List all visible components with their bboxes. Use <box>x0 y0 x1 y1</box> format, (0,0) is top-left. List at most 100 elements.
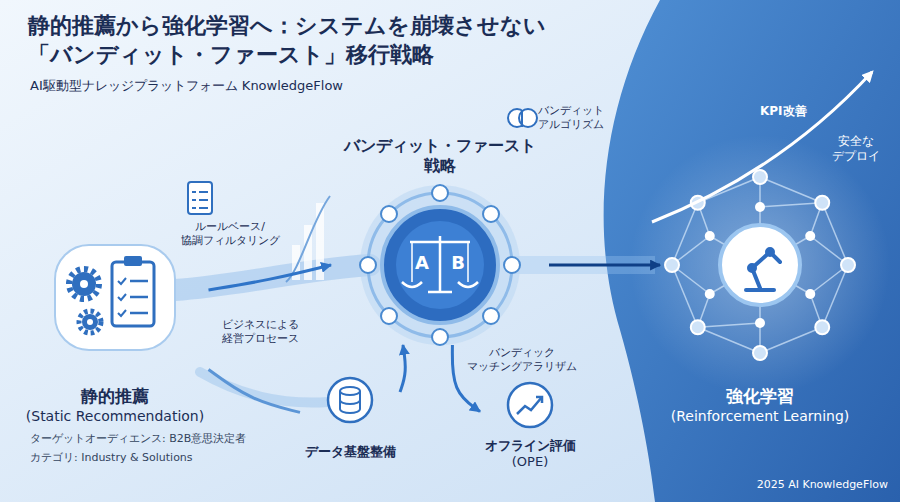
annotation-label: A <box>410 252 434 275</box>
brain-icon <box>508 109 537 127</box>
list-lines <box>130 281 148 313</box>
node-heading: データ基盤整備 <box>305 444 396 460</box>
gear-teeth <box>79 311 101 333</box>
ring-dot <box>432 185 448 201</box>
scale-pans <box>402 282 478 287</box>
network-link <box>760 177 822 203</box>
ring-dot <box>504 257 520 273</box>
data-circle <box>328 378 372 422</box>
arm-joint <box>749 265 755 271</box>
node-heading: バンディット・ファースト 戦略 <box>335 136 545 176</box>
db-body <box>340 391 360 413</box>
network-node <box>815 320 829 334</box>
network-node <box>705 231 715 241</box>
scale-icon <box>402 236 478 292</box>
network-node <box>753 170 767 184</box>
network-node <box>705 289 715 299</box>
network-node <box>815 196 829 210</box>
glow <box>630 135 890 395</box>
network-node <box>841 258 855 272</box>
connector <box>549 263 660 266</box>
gear-icon <box>69 269 101 333</box>
network-link <box>698 177 760 203</box>
diagram-node: オフライン評価(OPE) <box>480 380 580 470</box>
hub-inner <box>396 221 484 309</box>
annotation-label: バンディック マッチングアラリザム <box>462 346 582 374</box>
network-node <box>755 318 765 328</box>
gear-hole <box>87 319 93 325</box>
connector <box>452 345 480 412</box>
ring-dot <box>432 329 448 345</box>
connector <box>209 370 301 413</box>
network-node <box>805 289 815 299</box>
ope-circle <box>508 383 552 427</box>
annotation-label: 2025 AI KnowledgeFlow <box>757 478 888 492</box>
brain-lobe <box>519 109 537 127</box>
database-icon <box>340 387 360 413</box>
list-lines <box>192 192 208 208</box>
diagram-node: 強化学習(Reinforcement Learning) <box>660 165 860 425</box>
clipboard <box>112 262 154 326</box>
node-heading: 強化学習 <box>726 386 794 407</box>
gear-hole <box>80 280 88 288</box>
connector <box>400 345 405 392</box>
ring-dot <box>483 308 499 324</box>
flow-band <box>175 265 370 290</box>
check-marks <box>118 278 126 316</box>
connector <box>209 265 332 290</box>
dark-region <box>604 0 900 502</box>
network-link <box>698 327 760 353</box>
annotation-label: AI駆動型ナレッジプラットフォーム KnowledgeFlow <box>30 78 343 94</box>
gear-teeth <box>69 269 99 299</box>
network-node <box>805 231 815 241</box>
annotation-label: カテゴリ: Industry & Solutions <box>30 451 193 465</box>
chart-line <box>517 397 542 414</box>
title: 静的推薦から強化学習へ：システムを崩壊させない 「バンディット・ファースト」移行… <box>28 12 588 69</box>
diagram-node: データ基盤整備 <box>300 375 400 460</box>
annotation-label: 安全な デプロイ <box>826 134 886 164</box>
network-node <box>753 346 767 360</box>
network-node <box>755 202 765 212</box>
diagram-node: バンディット・ファースト 戦略 <box>331 136 549 345</box>
annotation-label: ルールベース/ 協調フィルタリング <box>175 220 285 248</box>
network-link <box>698 323 760 327</box>
robot-arm-icon <box>746 249 780 290</box>
network-link <box>760 203 822 207</box>
annotation-label: B <box>446 252 470 275</box>
network-node <box>665 258 679 272</box>
network <box>665 170 855 360</box>
brain-split <box>521 110 523 127</box>
hub-circle <box>382 207 498 323</box>
annotation-label: ビジネスによる 経営プロセース <box>215 318 305 346</box>
annotation-label: KPI改善 <box>760 104 807 119</box>
arm-joint <box>767 249 773 255</box>
static-icon-ground <box>55 245 175 350</box>
chart-arrow <box>536 397 542 403</box>
chart-icon <box>517 397 542 414</box>
rl-core <box>720 225 800 305</box>
db-top <box>340 387 360 395</box>
ring-dot <box>381 308 397 324</box>
clip <box>124 256 142 266</box>
ring-dot <box>381 206 397 222</box>
ring-dot <box>483 206 499 222</box>
annotation-label: バンディット アルゴリズム <box>538 104 610 132</box>
network-node <box>691 320 705 334</box>
annotation-label: ターゲットオーディエンス: B2B意思決定者 <box>30 432 246 446</box>
node-heading: 静的推薦 <box>81 386 149 407</box>
node-subtext: (Static Recommendation) <box>26 408 204 426</box>
network-link <box>760 327 822 353</box>
gear-body <box>82 314 98 330</box>
node-heading: オフライン評価 <box>485 438 576 454</box>
small-clipboard-icon <box>188 182 212 214</box>
node-subtext: (Reinforcement Learning) <box>671 408 850 426</box>
ring-dot <box>360 257 376 273</box>
gear-body <box>72 272 96 296</box>
hub-ring <box>368 193 512 337</box>
node-subtext: (OPE) <box>512 454 548 470</box>
